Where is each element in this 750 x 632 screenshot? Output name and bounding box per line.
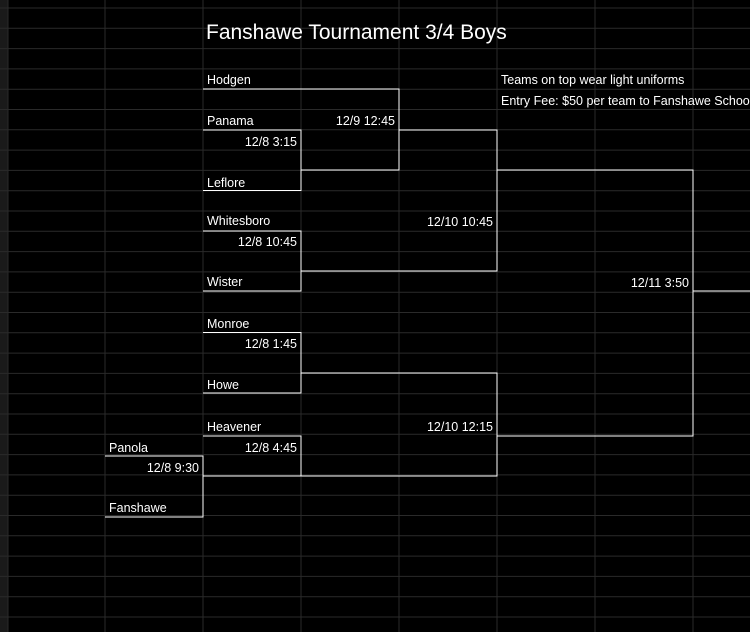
team-howe[interactable]: Howe	[207, 378, 239, 392]
note-entry-fee[interactable]: Entry Fee: $50 per team to Fanshawe Scho…	[501, 94, 750, 108]
frozen-column-edge	[0, 0, 8, 632]
sheet-title[interactable]: Fanshawe Tournament 3/4 Boys	[206, 21, 507, 44]
team-panola[interactable]: Panola	[109, 441, 148, 455]
note-uniforms[interactable]: Teams on top wear light uniforms	[501, 73, 685, 87]
bracket-panama-leflore	[203, 129, 302, 191]
game-time-whitesboro-wister[interactable]: 12/8 10:45	[237, 235, 297, 249]
team-whitesboro[interactable]: Whitesboro	[207, 214, 271, 228]
game-time-panola-fanshawe[interactable]: 12/8 9:30	[146, 461, 199, 475]
game-time-final[interactable]: 12/11 3:50	[630, 276, 689, 290]
team-monroe[interactable]: Monroe	[207, 317, 250, 331]
game-time-semi-top[interactable]: 12/10 10:45	[426, 215, 493, 229]
team-leflore[interactable]: Leflore	[207, 176, 246, 190]
game-time-semi-bottom[interactable]: 12/10 12:15	[426, 420, 493, 434]
bracket-semi-top	[301, 129, 498, 272]
team-panama[interactable]: Panama	[207, 114, 254, 128]
team-fanshawe[interactable]: Fanshawe	[109, 501, 167, 515]
team-hodgen[interactable]: Hodgen	[207, 73, 251, 87]
game-time-monroe-howe[interactable]: 12/8 1:45	[244, 337, 297, 351]
bracket-final	[497, 169, 694, 437]
game-time-heavener[interactable]: 12/8 4:45	[244, 441, 297, 455]
team-heavener[interactable]: Heavener	[207, 420, 262, 434]
game-time-hodgen[interactable]: 12/9 12:45	[335, 114, 395, 128]
game-time-panama-leflore[interactable]: 12/8 3:15	[244, 135, 297, 149]
bracket-heavener-round2	[203, 435, 302, 477]
bracket-monroe-howe	[203, 332, 302, 394]
bracket-panola-fanshawe	[105, 455, 204, 518]
team-wister[interactable]: Wister	[207, 275, 243, 289]
bracket-semi-bottom	[301, 372, 498, 477]
bracket-whitesboro-wister	[203, 230, 302, 292]
